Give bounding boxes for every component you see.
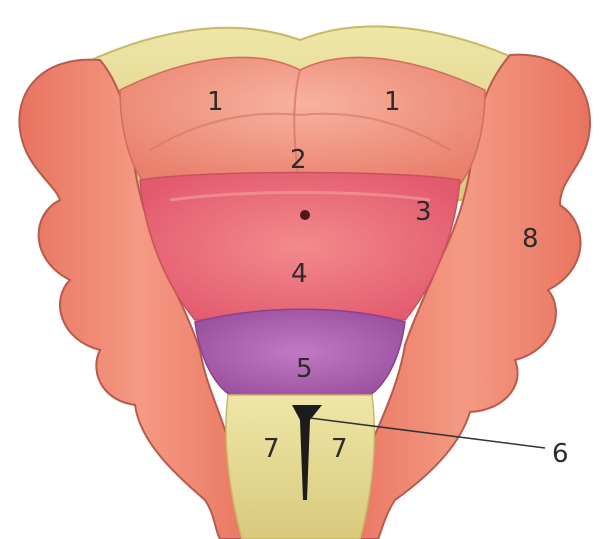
label-1-right: 1 (384, 87, 401, 117)
label-5: 5 (296, 354, 313, 384)
label-6: 6 (552, 439, 569, 469)
label-4: 4 (291, 259, 308, 289)
label-7-left: 7 (263, 434, 280, 464)
center-dot (300, 210, 310, 220)
label-8: 8 (522, 224, 539, 254)
label-1-left: 1 (207, 87, 224, 117)
label-2: 2 (290, 145, 307, 175)
label-7-right: 7 (331, 434, 348, 464)
region-middle-pink (140, 173, 460, 321)
label-3: 3 (415, 197, 432, 227)
